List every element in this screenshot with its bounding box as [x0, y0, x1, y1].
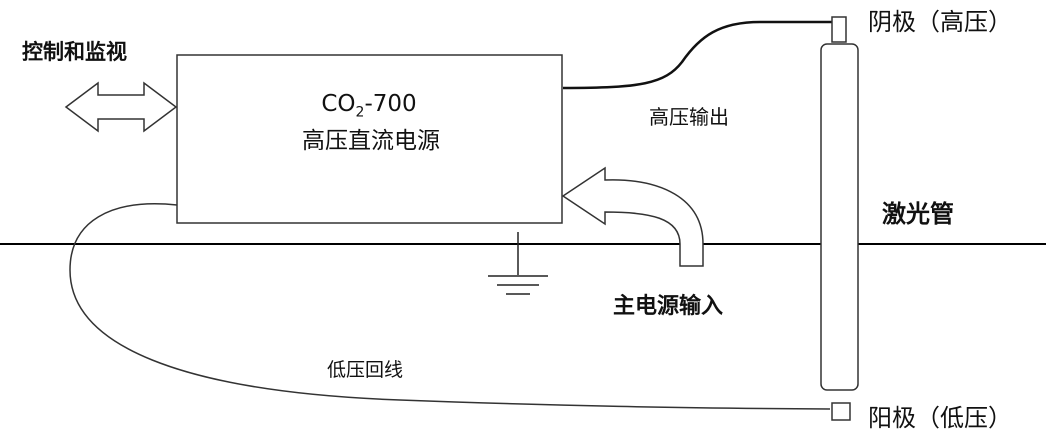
cathode-terminal	[831, 16, 847, 43]
model-suffix: -700	[364, 91, 417, 117]
cathode-label: 阴极（高压）	[868, 8, 1012, 36]
model-prefix: CO	[321, 91, 356, 117]
laser-tube-label: 激光管	[882, 200, 954, 228]
control-double-arrow	[64, 81, 178, 133]
model-subscript: 2	[355, 104, 365, 121]
power-supply-name: 高压直流电源	[302, 128, 440, 154]
power-supply-box	[176, 54, 563, 224]
low-voltage-return-wire	[69, 203, 831, 410]
main-input-label: 主电源输入	[613, 294, 724, 319]
hv-output-wire	[562, 20, 832, 90]
laser-tube	[820, 43, 859, 391]
anode-label: 阳极（低压）	[868, 404, 1012, 432]
control-label: 控制和监视	[22, 40, 127, 64]
hv-output-label: 高压输出	[649, 105, 729, 129]
power-supply-model: CO2-700	[284, 93, 454, 120]
low-voltage-return-label: 低压回线	[327, 359, 404, 381]
ground-symbol	[488, 232, 548, 295]
main-input-arrow	[561, 166, 704, 267]
anode-terminal	[831, 402, 851, 421]
